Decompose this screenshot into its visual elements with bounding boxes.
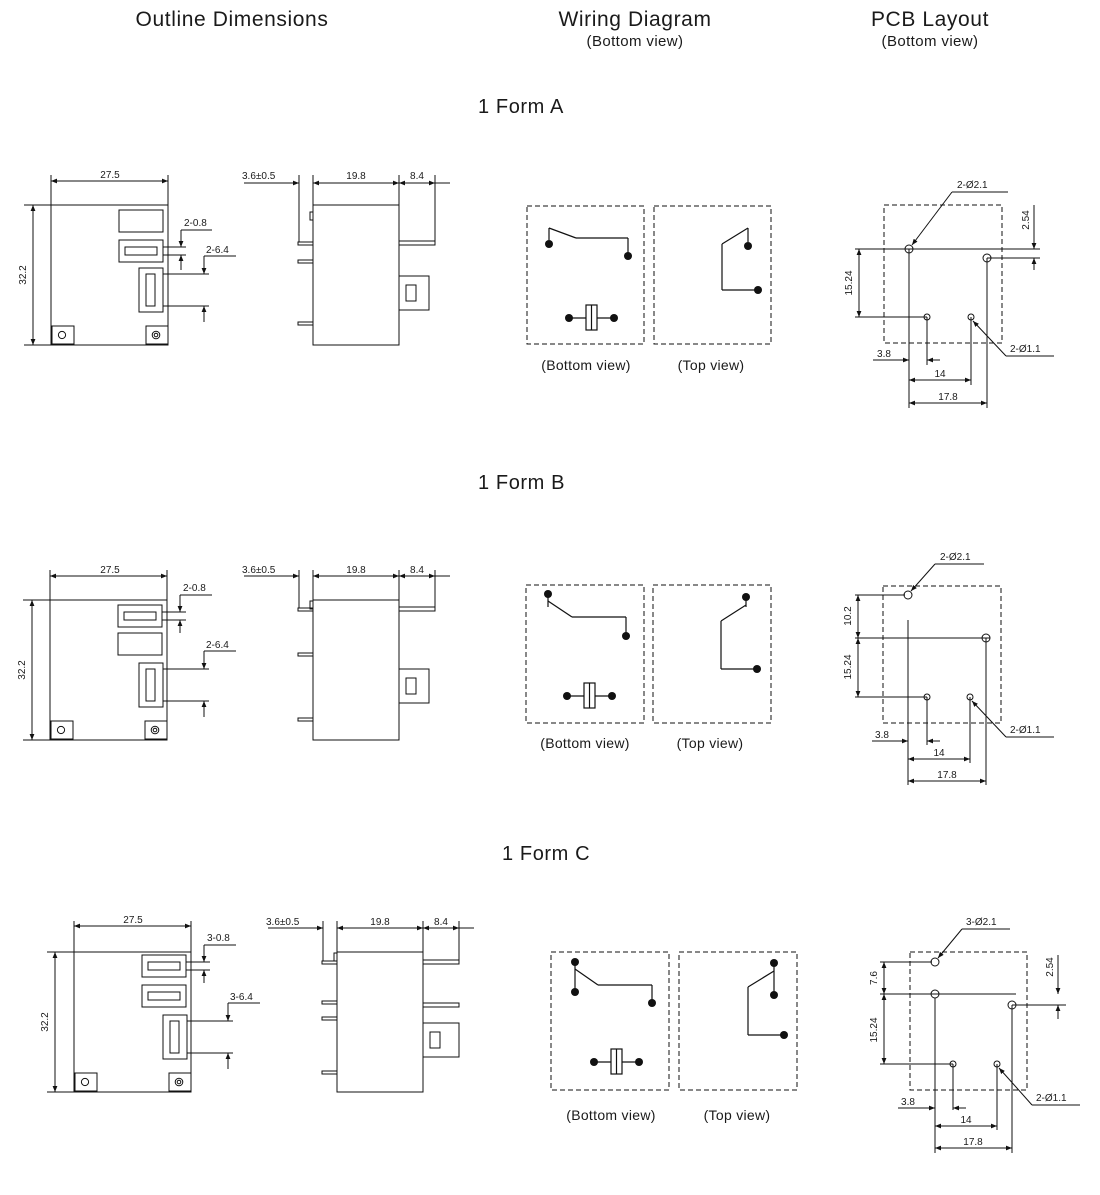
dim-terminal-width: 3-6.4 bbox=[230, 992, 253, 1003]
pcb-dim-d: 14 bbox=[960, 1115, 972, 1126]
caption-top-view: (Top view) bbox=[677, 735, 744, 751]
wiring-bottom-view bbox=[526, 205, 645, 345]
outline-front-view bbox=[47, 921, 260, 1093]
caption-bottom-view: (Bottom view) bbox=[566, 1107, 655, 1123]
pcb-layout bbox=[855, 191, 1054, 408]
header-wiring: Wiring Diagram (Bottom view) bbox=[520, 8, 750, 50]
dim-terminal-thickness: 3-0.8 bbox=[207, 933, 230, 944]
pcb-dim-c: 3.8 bbox=[901, 1097, 915, 1108]
dim-tab-length: 8.4 bbox=[434, 917, 448, 928]
caption-bottom-view: (Bottom view) bbox=[541, 357, 630, 373]
dim-height: 32.2 bbox=[17, 660, 28, 680]
header-pcb: PCB Layout (Bottom view) bbox=[820, 8, 1040, 50]
header-wiring-subtitle: (Bottom view) bbox=[586, 33, 684, 50]
pcb-dim-e: 17.8 bbox=[938, 392, 958, 403]
dim-terminal-width: 2-6.4 bbox=[206, 245, 229, 256]
dim-terminal-thickness: 2-0.8 bbox=[183, 583, 206, 594]
header-wiring-title: Wiring Diagram bbox=[558, 8, 712, 31]
form-c-title: 1 Form C bbox=[502, 843, 591, 865]
pcb-layout bbox=[855, 563, 1054, 785]
outline-side-view bbox=[244, 570, 450, 741]
dim-tab-length: 8.4 bbox=[410, 565, 424, 576]
pcb-large-hole-label: 3-Ø2.1 bbox=[966, 917, 997, 928]
pcb-dim-e: 17.8 bbox=[937, 770, 957, 781]
pcb-dim-f: 7.6 bbox=[869, 971, 880, 985]
dim-offset: 3.6±0.5 bbox=[266, 917, 300, 928]
caption-top-view: (Top view) bbox=[678, 357, 745, 373]
pcb-dim-a: 2.54 bbox=[1045, 957, 1056, 977]
dim-offset: 3.6±0.5 bbox=[242, 565, 276, 576]
pcb-dim-b: 15.24 bbox=[843, 654, 854, 679]
dim-width: 27.5 bbox=[100, 565, 120, 576]
dim-height: 32.2 bbox=[18, 265, 29, 285]
dim-height: 32.2 bbox=[40, 1012, 51, 1032]
pcb-small-hole-label: 2-Ø1.1 bbox=[1036, 1093, 1067, 1104]
pcb-dim-e: 17.8 bbox=[963, 1137, 983, 1148]
section-form-c: 27.5 32.2 3-0.8 3-6.4 3.6±0.5 19.8 8.4 bbox=[40, 915, 1080, 1153]
form-a-title: 1 Form A bbox=[478, 96, 564, 118]
pcb-large-hole-label: 2-Ø2.1 bbox=[957, 180, 988, 191]
dim-body-depth: 19.8 bbox=[346, 565, 366, 576]
caption-bottom-view: (Bottom view) bbox=[540, 735, 629, 751]
pcb-dim-b: 15.24 bbox=[844, 270, 855, 295]
section-form-a: 27.5 32.2 2-0.8 2-6.4 3.6±0.5 19.8 8.4 bbox=[18, 170, 1054, 408]
dim-body-depth: 19.8 bbox=[346, 171, 366, 182]
header-pcb-title: PCB Layout bbox=[870, 8, 990, 31]
section-form-b: 27.5 32.2 2-0.8 2-6.4 3.6±0.5 19.8 8.4 bbox=[17, 552, 1054, 785]
header-outline-title: Outline Dimensions bbox=[135, 8, 329, 31]
wiring-bottom-view bbox=[525, 584, 645, 724]
dim-width: 27.5 bbox=[123, 915, 143, 926]
dim-offset: 3.6±0.5 bbox=[242, 171, 276, 182]
pcb-dim-c: 3.8 bbox=[877, 349, 891, 360]
wiring-top-view bbox=[678, 951, 798, 1091]
wiring-top-view bbox=[653, 205, 772, 345]
header-outline: Outline Dimensions bbox=[112, 8, 352, 32]
pcb-large-hole-label: 2-Ø2.1 bbox=[940, 552, 971, 563]
caption-top-view: (Top view) bbox=[704, 1107, 771, 1123]
outline-front-view bbox=[23, 570, 236, 741]
wiring-bottom-view bbox=[550, 951, 670, 1091]
dim-terminal-width: 2-6.4 bbox=[206, 640, 229, 651]
outline-front-view bbox=[24, 175, 236, 346]
pcb-dim-c: 3.8 bbox=[875, 730, 889, 741]
pcb-small-hole-label: 2-Ø1.1 bbox=[1010, 344, 1041, 355]
pcb-dim-a: 10.2 bbox=[843, 606, 854, 626]
wiring-top-view bbox=[652, 584, 772, 724]
header-pcb-subtitle: (Bottom view) bbox=[881, 33, 979, 50]
dim-body-depth: 19.8 bbox=[370, 917, 390, 928]
dim-width: 27.5 bbox=[100, 170, 120, 181]
dim-terminal-thickness: 2-0.8 bbox=[184, 218, 207, 229]
dim-tab-length: 8.4 bbox=[410, 171, 424, 182]
pcb-dim-b: 15.24 bbox=[869, 1017, 880, 1042]
pcb-dim-a: 2.54 bbox=[1021, 210, 1032, 230]
pcb-dim-d: 14 bbox=[933, 748, 945, 759]
pcb-dim-d: 14 bbox=[934, 369, 946, 380]
pcb-small-hole-label: 2-Ø1.1 bbox=[1010, 725, 1041, 736]
outline-side-view bbox=[244, 175, 450, 346]
outline-side-view bbox=[268, 921, 474, 1093]
form-b-title: 1 Form B bbox=[478, 472, 566, 494]
pcb-layout bbox=[880, 928, 1080, 1153]
